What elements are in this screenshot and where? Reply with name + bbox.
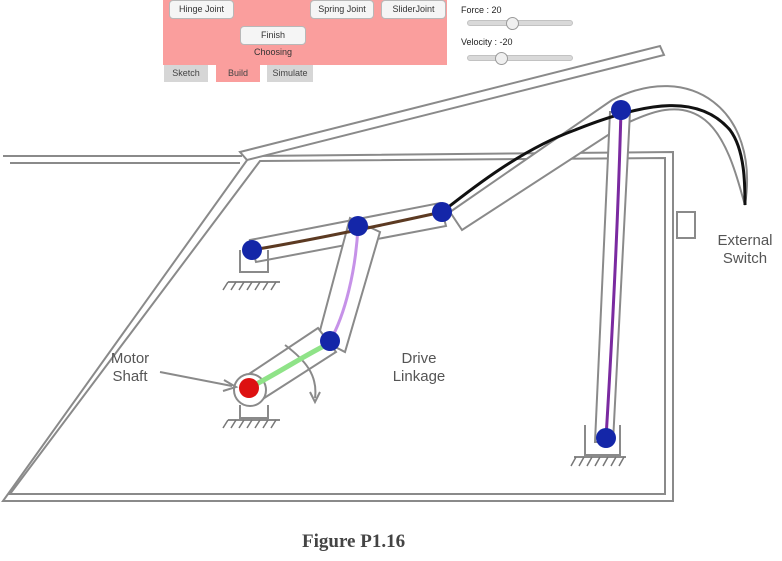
joint-top-middle — [348, 216, 368, 236]
tab-build[interactable]: Build — [216, 65, 260, 82]
joint-hook-top — [611, 100, 631, 120]
link-line-purple — [604, 109, 623, 439]
hook-arm — [448, 85, 748, 232]
joint-motor — [239, 378, 259, 398]
force-slider-thumb[interactable] — [506, 17, 519, 30]
joint-ground-right — [596, 428, 616, 448]
velocity-label: Velocity : -20 — [461, 37, 513, 47]
rotation-arrow — [284, 344, 317, 399]
switch-housing — [676, 211, 696, 239]
external-switch-label: External Switch — [717, 232, 773, 267]
drive-linkage-label: Drive Linkage — [392, 350, 446, 385]
force-slider[interactable] — [467, 17, 573, 30]
velocity-slider-thumb[interactable] — [495, 52, 508, 65]
joint-top-right — [432, 202, 452, 222]
enclosure-box — [1, 150, 674, 502]
link-line-brown — [251, 210, 443, 252]
finish-choosing-button[interactable]: Finish Choosing — [240, 26, 306, 57]
motor-shaft-label: Motor Shaft — [110, 350, 150, 385]
hinge-joint-button[interactable]: Hinge Joint — [169, 0, 234, 19]
link-line-lavender — [328, 225, 360, 342]
spring-joint-button[interactable]: Spring Joint — [310, 0, 374, 19]
lid — [238, 44, 666, 162]
upright-arm — [593, 111, 632, 443]
figure-caption: Figure P1.16 — [302, 531, 406, 552]
ground-left — [228, 250, 280, 283]
tab-simulate[interactable]: Simulate — [267, 65, 313, 82]
velocity-slider[interactable] — [467, 52, 573, 65]
tab-sketch[interactable]: Sketch — [164, 65, 208, 82]
joint-crank — [320, 331, 340, 351]
ground-motor — [228, 405, 280, 421]
slider-joint-button[interactable]: SliderJoint — [381, 0, 446, 19]
joint-ground-left — [242, 240, 262, 260]
motor-pointer — [159, 371, 233, 387]
link-line-black — [441, 104, 747, 214]
force-label: Force : 20 — [461, 5, 502, 15]
